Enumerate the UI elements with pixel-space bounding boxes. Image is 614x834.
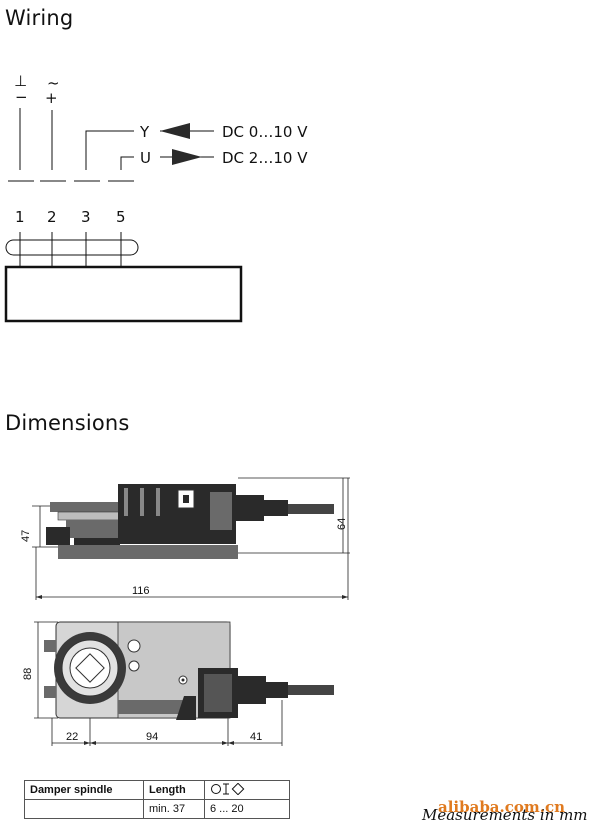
measurement-note: Measurements in mm — [421, 806, 588, 824]
table-header-row: Damper spindle Length — [24, 780, 290, 800]
top-view-drawing: 88 22 94 41 — [22, 621, 334, 746]
top-seg-1-label: 22 — [66, 731, 78, 743]
spindle-shape-icons — [204, 780, 290, 800]
minus-symbol: − — [15, 88, 28, 106]
wiring-heading: Wiring — [5, 6, 74, 30]
actuator-box — [4, 265, 243, 323]
side-width-label: 116 — [132, 585, 150, 597]
table-cell — [24, 799, 144, 819]
side-height-right-label: 64 — [336, 518, 348, 530]
plus-symbol: + — [45, 89, 58, 107]
arrow-left-icon — [160, 123, 190, 139]
ac-symbol: ~ — [47, 74, 60, 92]
wire-3 — [85, 130, 134, 170]
terminal-2-label: 2 — [47, 208, 57, 226]
ground-symbol: ⊥ — [14, 72, 27, 90]
dimensions-heading: Dimensions — [5, 411, 130, 435]
signal-u-value: DC 2…10 V — [222, 149, 308, 167]
table-cell: min. 37 — [143, 799, 205, 819]
table-cell: 6 ... 20 — [204, 799, 290, 819]
cable-sheath — [5, 239, 139, 256]
watermark: alibaba.com.cn — [438, 798, 565, 816]
side-height-left-label: 47 — [20, 530, 32, 542]
spindle-table: Damper spindle Length min. 37 6 ... 20 — [24, 780, 290, 819]
arrow-right-icon — [172, 149, 202, 165]
top-height-label: 88 — [22, 668, 34, 680]
terminal-3-label: 3 — [81, 208, 91, 226]
signal-y-label: Y — [139, 123, 150, 141]
terminal-5-label: 5 — [116, 208, 126, 226]
spindle-shape-icon — [211, 782, 245, 795]
top-seg-2-label: 94 — [146, 731, 158, 743]
signal-u-label: U — [140, 149, 151, 167]
wiring-diagram: ⊥ − ~ + Y U DC 0…10 V DC 2…10 V 1 2 3 — [4, 72, 308, 323]
signal-y-value: DC 0…10 V — [222, 123, 308, 141]
table-header-length: Length — [143, 780, 205, 800]
wire-5 — [120, 156, 134, 170]
table-row: min. 37 6 ... 20 — [24, 799, 290, 819]
top-seg-3-label: 41 — [250, 731, 262, 743]
terminal-1-label: 1 — [15, 208, 25, 226]
table-header-spindle: Damper spindle — [24, 780, 144, 800]
side-view-drawing: 47 64 116 — [20, 477, 350, 600]
